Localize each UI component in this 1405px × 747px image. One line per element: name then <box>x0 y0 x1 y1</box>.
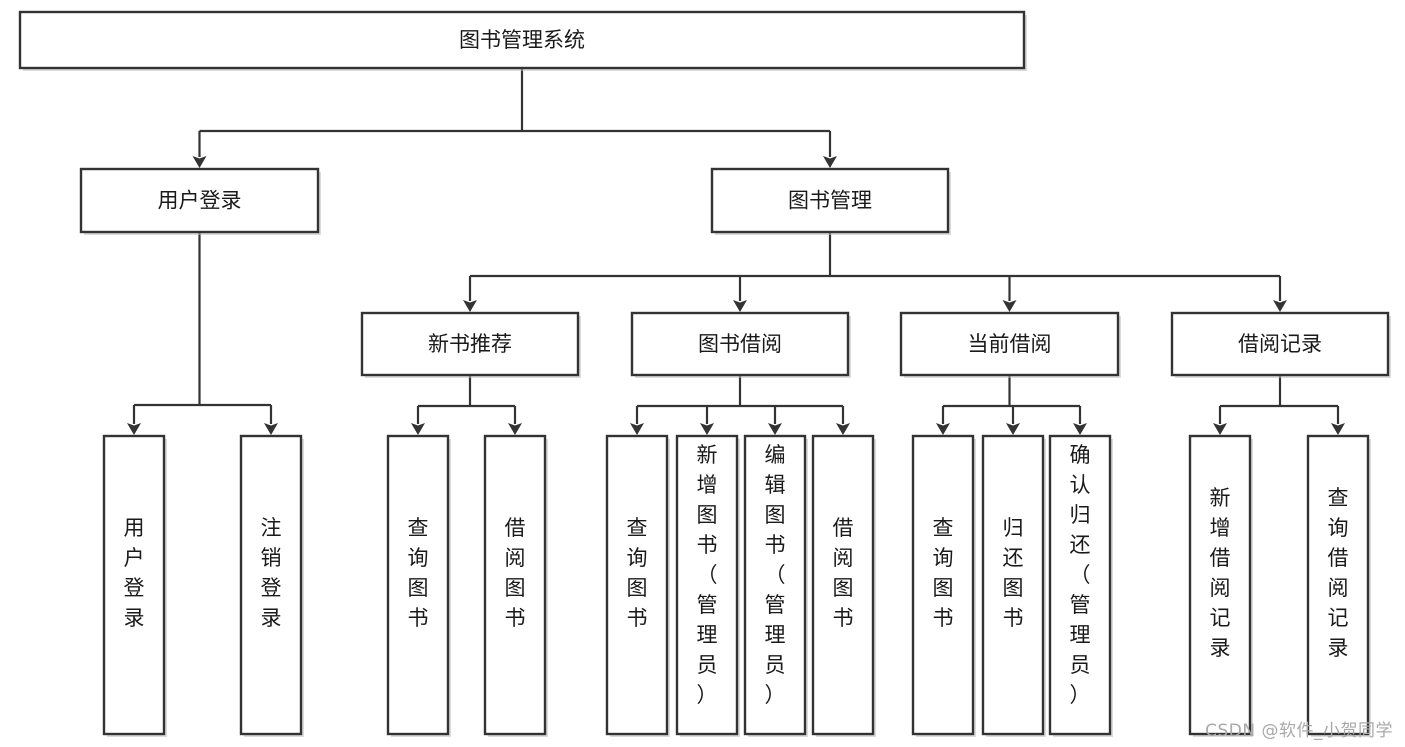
node-box[interactable] <box>630 311 850 377</box>
node-label: 借阅图书 <box>833 516 854 630</box>
node-box[interactable] <box>911 434 975 736</box>
node-box[interactable] <box>1048 434 1112 736</box>
node-label: 用户登录 <box>124 516 145 630</box>
connector-group-current_borrow <box>936 375 1087 435</box>
node-leaf_confirm_return[interactable]: 确认归还（管理员） <box>1048 434 1113 737</box>
node-label: 图书管理系统 <box>459 28 585 52</box>
node-leaf_add_book[interactable]: 新增图书（管理员） <box>675 434 740 737</box>
node-box[interactable] <box>360 311 580 377</box>
node-label: 图书管理 <box>788 189 872 213</box>
connector-group-root <box>192 68 837 168</box>
node-box[interactable] <box>1188 434 1252 736</box>
node-leaf_logout[interactable]: 注销登录 <box>239 434 304 737</box>
node-label: 查询图书 <box>627 516 648 630</box>
node-box[interactable] <box>899 311 1120 377</box>
node-label: 图书借阅 <box>698 332 782 356</box>
connector-group-user_login <box>127 232 278 435</box>
node-leaf_query_book_2[interactable]: 查询图书 <box>605 434 670 737</box>
node-leaf_return_book[interactable]: 归还图书 <box>981 434 1046 737</box>
node-box[interactable] <box>239 434 303 736</box>
node-box[interactable] <box>1170 311 1390 377</box>
node-label: 注销登录 <box>261 516 282 630</box>
node-label: 新增借阅记录 <box>1210 486 1231 660</box>
node-label: 确认归还（管理员） <box>1070 443 1091 707</box>
node-label: 查询借阅记录 <box>1328 486 1349 660</box>
node-label: 新增图书（管理员） <box>697 443 718 707</box>
node-leaf_user_login[interactable]: 用户登录 <box>102 434 167 737</box>
node-label: 用户登录 <box>158 189 242 213</box>
node-leaf_query_book_1[interactable]: 查询图书 <box>386 434 451 737</box>
node-layer: 图书管理系统用户登录图书管理新书推荐图书借阅当前借阅借阅记录用户登录注销登录查询… <box>18 10 1391 737</box>
node-borrow_record[interactable]: 借阅记录 <box>1170 311 1391 378</box>
node-root[interactable]: 图书管理系统 <box>18 10 1027 71</box>
node-box[interactable] <box>18 10 1026 70</box>
node-box[interactable] <box>811 434 875 736</box>
node-label: 当前借阅 <box>968 332 1052 356</box>
node-box[interactable] <box>102 434 166 736</box>
node-label: 编辑图书（管理员） <box>765 443 786 707</box>
node-label: 借阅图书 <box>505 516 526 630</box>
node-label: 归还图书 <box>1003 516 1024 630</box>
node-box[interactable] <box>483 434 547 736</box>
node-box[interactable] <box>743 434 807 736</box>
node-book_manage[interactable]: 图书管理 <box>710 167 951 235</box>
node-leaf_add_record[interactable]: 新增借阅记录 <box>1188 434 1253 737</box>
node-new_book_rec[interactable]: 新书推荐 <box>360 311 581 378</box>
node-current_borrow[interactable]: 当前借阅 <box>899 311 1121 378</box>
connector-group-book_manage <box>463 232 1287 312</box>
connector-layer <box>127 68 1345 435</box>
node-box[interactable] <box>675 434 739 736</box>
node-box[interactable] <box>710 167 950 234</box>
node-label: 新书推荐 <box>428 332 512 356</box>
node-leaf_borrow_book_1[interactable]: 借阅图书 <box>483 434 548 737</box>
node-label: 查询图书 <box>933 516 954 630</box>
node-user_login[interactable]: 用户登录 <box>79 167 321 235</box>
node-leaf_query_book_3[interactable]: 查询图书 <box>911 434 976 737</box>
connector-group-borrow_record <box>1213 375 1345 435</box>
node-box[interactable] <box>79 167 320 234</box>
node-box[interactable] <box>605 434 669 736</box>
node-leaf_edit_book[interactable]: 编辑图书（管理员） <box>743 434 808 737</box>
node-label: 借阅记录 <box>1238 332 1322 356</box>
node-label: 查询图书 <box>408 516 429 630</box>
node-book_borrow[interactable]: 图书借阅 <box>630 311 851 378</box>
node-box[interactable] <box>1306 434 1370 736</box>
node-leaf_query_record[interactable]: 查询借阅记录 <box>1306 434 1371 737</box>
node-box[interactable] <box>386 434 450 736</box>
connector-group-new_book_rec <box>411 375 522 435</box>
connector-group-book_borrow <box>630 375 850 435</box>
node-leaf_borrow_book_2[interactable]: 借阅图书 <box>811 434 876 737</box>
node-box[interactable] <box>981 434 1045 736</box>
